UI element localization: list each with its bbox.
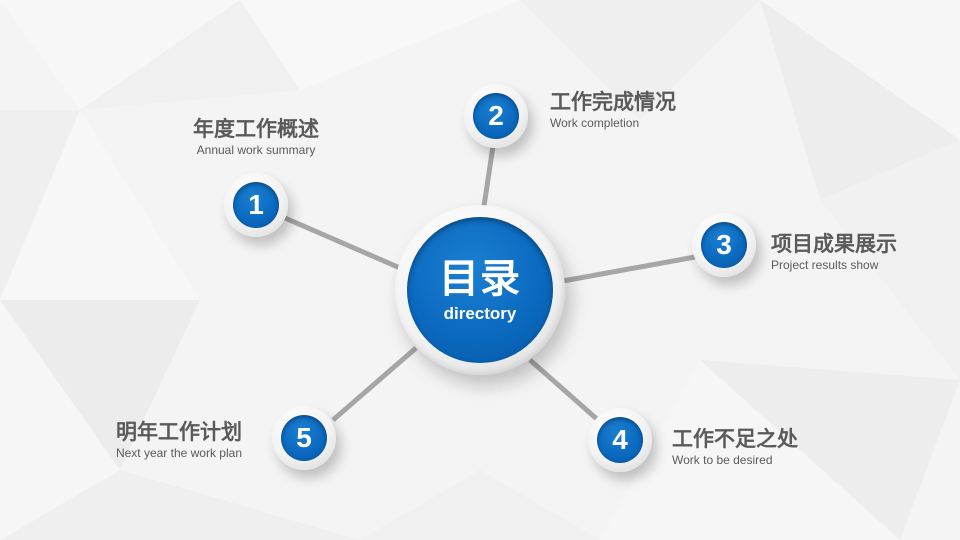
node-2[interactable]: 2 bbox=[464, 84, 528, 148]
connector-5 bbox=[331, 346, 418, 422]
node-4[interactable]: 4 bbox=[588, 408, 652, 472]
item-1-subtitle: Annual work summary bbox=[196, 143, 316, 157]
directory-hub-inner: 目录 directory bbox=[407, 217, 553, 363]
node-1[interactable]: 1 bbox=[224, 173, 288, 237]
hub-title: 目录 bbox=[439, 257, 521, 301]
item-2-title: 工作完成情况 bbox=[550, 91, 676, 114]
item-1-title: 年度工作概述 bbox=[193, 118, 319, 141]
label-4[interactable]: 工作不足之处 Work to be desired bbox=[672, 428, 798, 468]
connector-3 bbox=[562, 254, 696, 284]
item-5-subtitle: Next year the work plan bbox=[115, 446, 242, 460]
node-5-badge: 5 bbox=[281, 415, 327, 461]
item-5-title: 明年工作计划 bbox=[116, 421, 242, 444]
label-2[interactable]: 工作完成情况 Work completion bbox=[550, 91, 676, 131]
node-2-badge: 2 bbox=[473, 93, 519, 139]
connector-1 bbox=[284, 215, 401, 271]
item-2-subtitle: Work completion bbox=[550, 116, 640, 130]
hub-subtitle: directory bbox=[443, 304, 517, 323]
node-5[interactable]: 5 bbox=[272, 406, 336, 470]
node-4-badge: 4 bbox=[597, 417, 643, 463]
node-3[interactable]: 3 bbox=[692, 213, 756, 277]
label-1[interactable]: 年度工作概述 Annual work summary bbox=[166, 118, 346, 158]
item-4-subtitle: Work to be desired bbox=[672, 453, 773, 467]
node-3-badge: 3 bbox=[701, 222, 747, 268]
item-3-subtitle: Project results show bbox=[771, 258, 879, 272]
node-1-badge: 1 bbox=[233, 182, 279, 228]
connector-4 bbox=[528, 358, 600, 422]
label-3[interactable]: 项目成果展示 Project results show bbox=[771, 233, 897, 273]
item-3-title: 项目成果展示 bbox=[771, 233, 897, 256]
directory-hub: 目录 directory bbox=[395, 205, 565, 375]
item-4-title: 工作不足之处 bbox=[672, 428, 798, 451]
label-5[interactable]: 明年工作计划 Next year the work plan bbox=[60, 421, 242, 461]
connector-2 bbox=[481, 145, 496, 207]
